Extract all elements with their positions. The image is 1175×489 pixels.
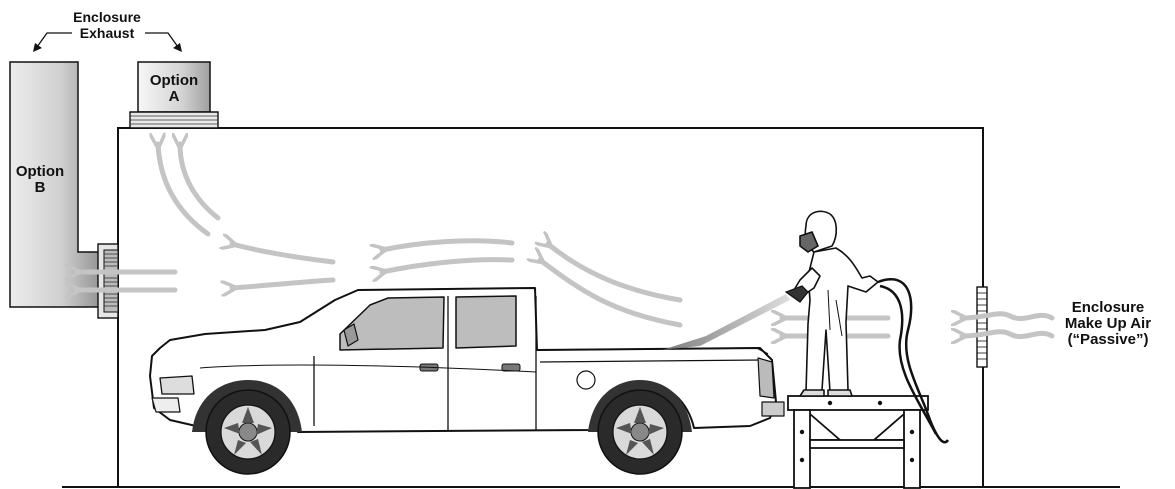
truck-grille bbox=[152, 398, 180, 412]
option-b-label-line2: B bbox=[35, 179, 46, 196]
enclosure-exhaust-label-line1: Enclosure bbox=[73, 9, 141, 25]
truck-rear-window bbox=[456, 296, 516, 348]
painter-boot-right bbox=[828, 390, 852, 396]
airflow-to-option-a-2 bbox=[180, 144, 218, 218]
truck-rear-bumper bbox=[762, 402, 784, 416]
incoming-air-wave-1 bbox=[962, 314, 1052, 319]
make-up-air-label-line3: (“Passive”) bbox=[1068, 331, 1149, 348]
airflow-hood-2 bbox=[232, 280, 333, 288]
option-b-label-line1: Option bbox=[16, 163, 64, 180]
pointer-to-option-a bbox=[145, 33, 178, 47]
truck-tail-light bbox=[758, 358, 774, 398]
truck-headlight bbox=[160, 376, 194, 394]
airflow-cab-2 bbox=[382, 260, 512, 272]
make-up-air-label-line2: Make Up Air bbox=[1065, 315, 1151, 332]
incoming-air-wave-2 bbox=[962, 332, 1052, 337]
option-a-label-line1: Option bbox=[150, 72, 198, 89]
airflow-hood-1 bbox=[232, 244, 333, 262]
make-up-air-label-line1: Enclosure bbox=[1072, 299, 1145, 316]
paint-spray-cone bbox=[662, 294, 790, 350]
painter bbox=[794, 211, 878, 396]
airflow-bed-2 bbox=[540, 260, 680, 325]
scaffold-platform bbox=[788, 396, 928, 488]
exhaust-duct-option-b bbox=[10, 62, 118, 318]
airflow-cab-1 bbox=[382, 241, 512, 250]
make-up-air-vent bbox=[977, 287, 987, 367]
pointer-arrowhead-b bbox=[33, 43, 42, 52]
pointer-arrowhead-a bbox=[173, 43, 182, 52]
pointer-to-option-b bbox=[37, 33, 72, 47]
airflow-arrows bbox=[76, 144, 1052, 337]
truck-fuel-cap bbox=[577, 371, 595, 389]
option-a-label-line2: A bbox=[169, 88, 180, 105]
airflow-bed-1 bbox=[548, 244, 680, 300]
enclosure-exhaust-label-line2: Exhaust bbox=[80, 25, 135, 41]
painter-boot-left bbox=[800, 390, 824, 396]
